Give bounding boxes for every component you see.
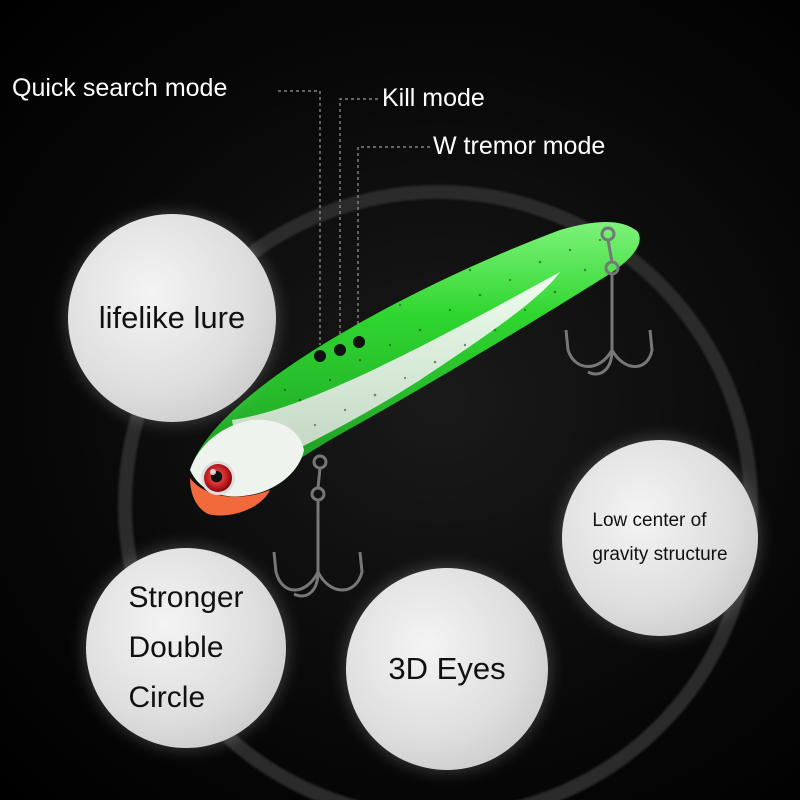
quick-search-hole — [314, 350, 326, 362]
tail-hook-icon — [564, 226, 654, 376]
lure-chin — [190, 478, 270, 516]
lifelike-lure-text: lifelike lure — [98, 300, 246, 335]
stronger-line-3: Circle — [128, 681, 206, 714]
kill-mode-label: Kill mode — [382, 84, 485, 112]
mode-holes — [314, 336, 365, 362]
w-tremor-hole — [353, 336, 365, 348]
3d-eye-icon — [204, 464, 232, 492]
quick-search-mode-label: Quick search mode — [12, 74, 228, 102]
quick-search-leader — [278, 90, 321, 345]
3d-eyes-bubble: 3D Eyes — [346, 568, 548, 770]
lifelike-lure-bubble: lifelike lure — [68, 214, 276, 422]
belly-hook-icon — [272, 454, 364, 598]
stronger-line-2: Double — [128, 631, 224, 664]
stronger-double-circle-bubble: Stronger Double Circle — [86, 548, 286, 748]
low-gravity-bubble: Low center of gravity structure — [562, 440, 758, 636]
w-tremor-mode-label: W tremor mode — [433, 132, 606, 160]
kill-mode-leader — [339, 98, 378, 340]
lure-belly — [232, 272, 560, 463]
callout-lines — [278, 90, 430, 358]
3d-eyes-text: 3D Eyes — [388, 651, 506, 686]
kill-mode-hole — [334, 344, 346, 356]
gravity-line-2: gravity structure — [592, 544, 728, 565]
gravity-line-1: Low center of — [592, 510, 707, 531]
w-tremor-leader — [357, 146, 430, 358]
stronger-line-1: Stronger — [128, 581, 244, 614]
body-speckles — [283, 238, 602, 427]
